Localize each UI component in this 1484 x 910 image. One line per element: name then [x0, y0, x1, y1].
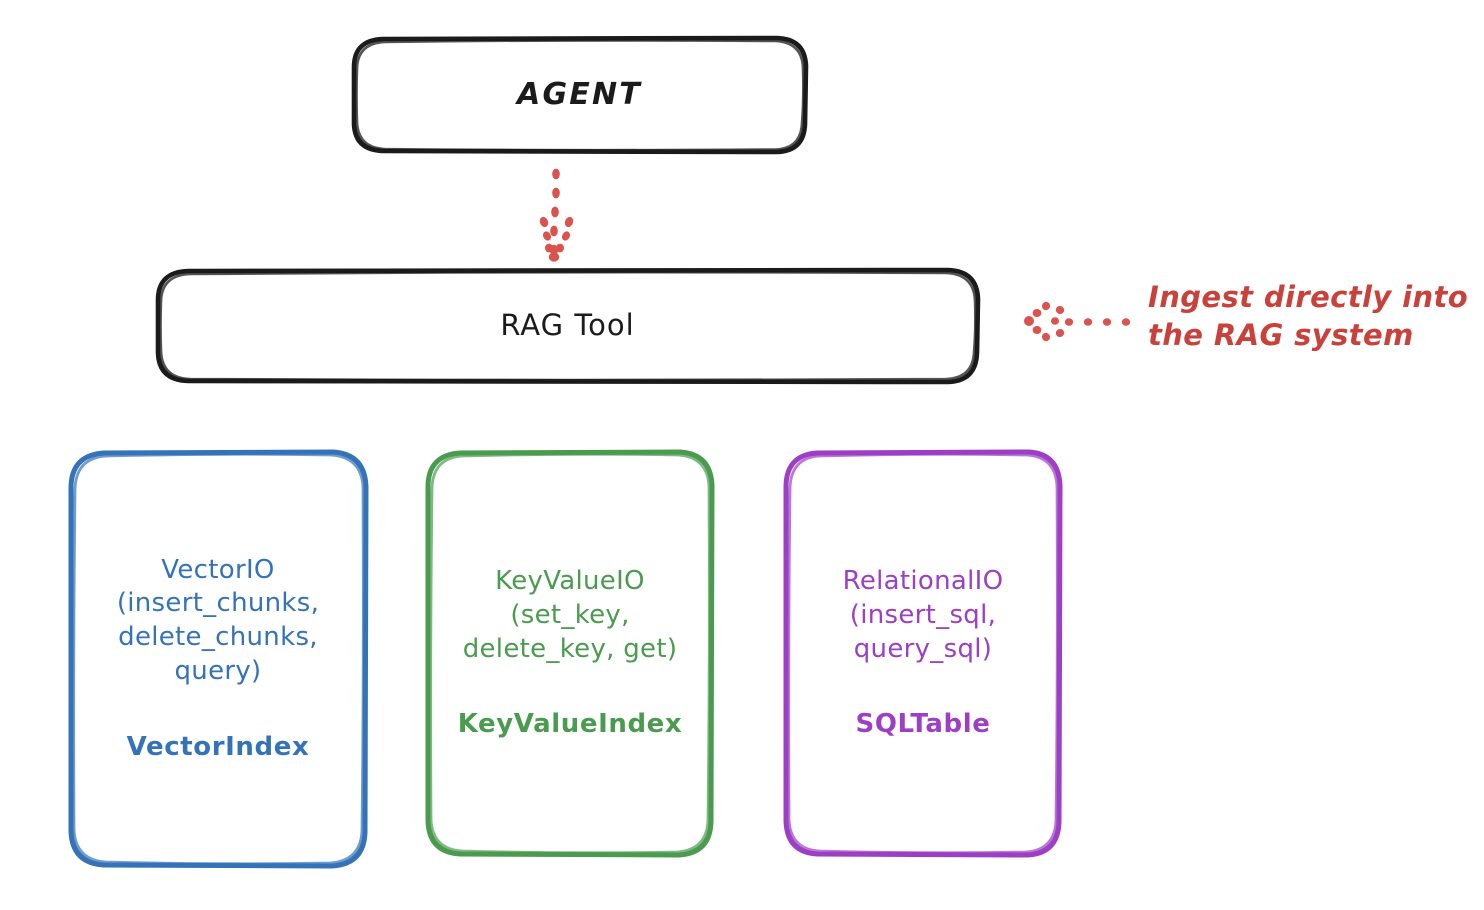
vectorio-index-label: VectorIndex	[126, 731, 310, 762]
ingest-annotation-text: Ingest directly into the RAG system	[1148, 280, 1469, 353]
rag-tool-node[interactable]: RAG Tool	[157, 270, 978, 382]
keyvalueio-box-outline	[425, 449, 715, 858]
ingest-annotation-arrow	[1024, 301, 1131, 342]
vectorio-box-outline	[68, 449, 369, 869]
vectorio-provider-node[interactable]: VectorIO (insert_chunks, delete_chunks, …	[70, 452, 366, 866]
keyvalueio-provider-node[interactable]: KeyValueIO (set_key, delete_key, get) Ke…	[428, 452, 712, 855]
rag-tool-node-label: RAG Tool	[500, 308, 635, 343]
agent-to-ragtool-arrow	[539, 168, 574, 262]
relationalio-box-outline	[783, 449, 1063, 858]
agent-node[interactable]: AGENT	[353, 38, 806, 152]
relationalio-provider-node[interactable]: RelationalIO (insert_sql, query_sql) SQL…	[786, 452, 1060, 855]
rag-tool-box-outline	[155, 267, 981, 385]
relationalio-api-label: RelationalIO (insert_sql, query_sql)	[842, 565, 1004, 664]
agent-box-outline	[351, 35, 809, 155]
agent-node-label: AGENT	[517, 76, 642, 112]
relationalio-index-label: SQLTable	[855, 709, 991, 740]
vectorio-api-label: VectorIO (insert_chunks, delete_chunks, …	[116, 554, 320, 686]
keyvalueio-index-label: KeyValueIndex	[457, 709, 683, 740]
keyvalueio-api-label: KeyValueIO (set_key, delete_key, get)	[462, 565, 678, 664]
